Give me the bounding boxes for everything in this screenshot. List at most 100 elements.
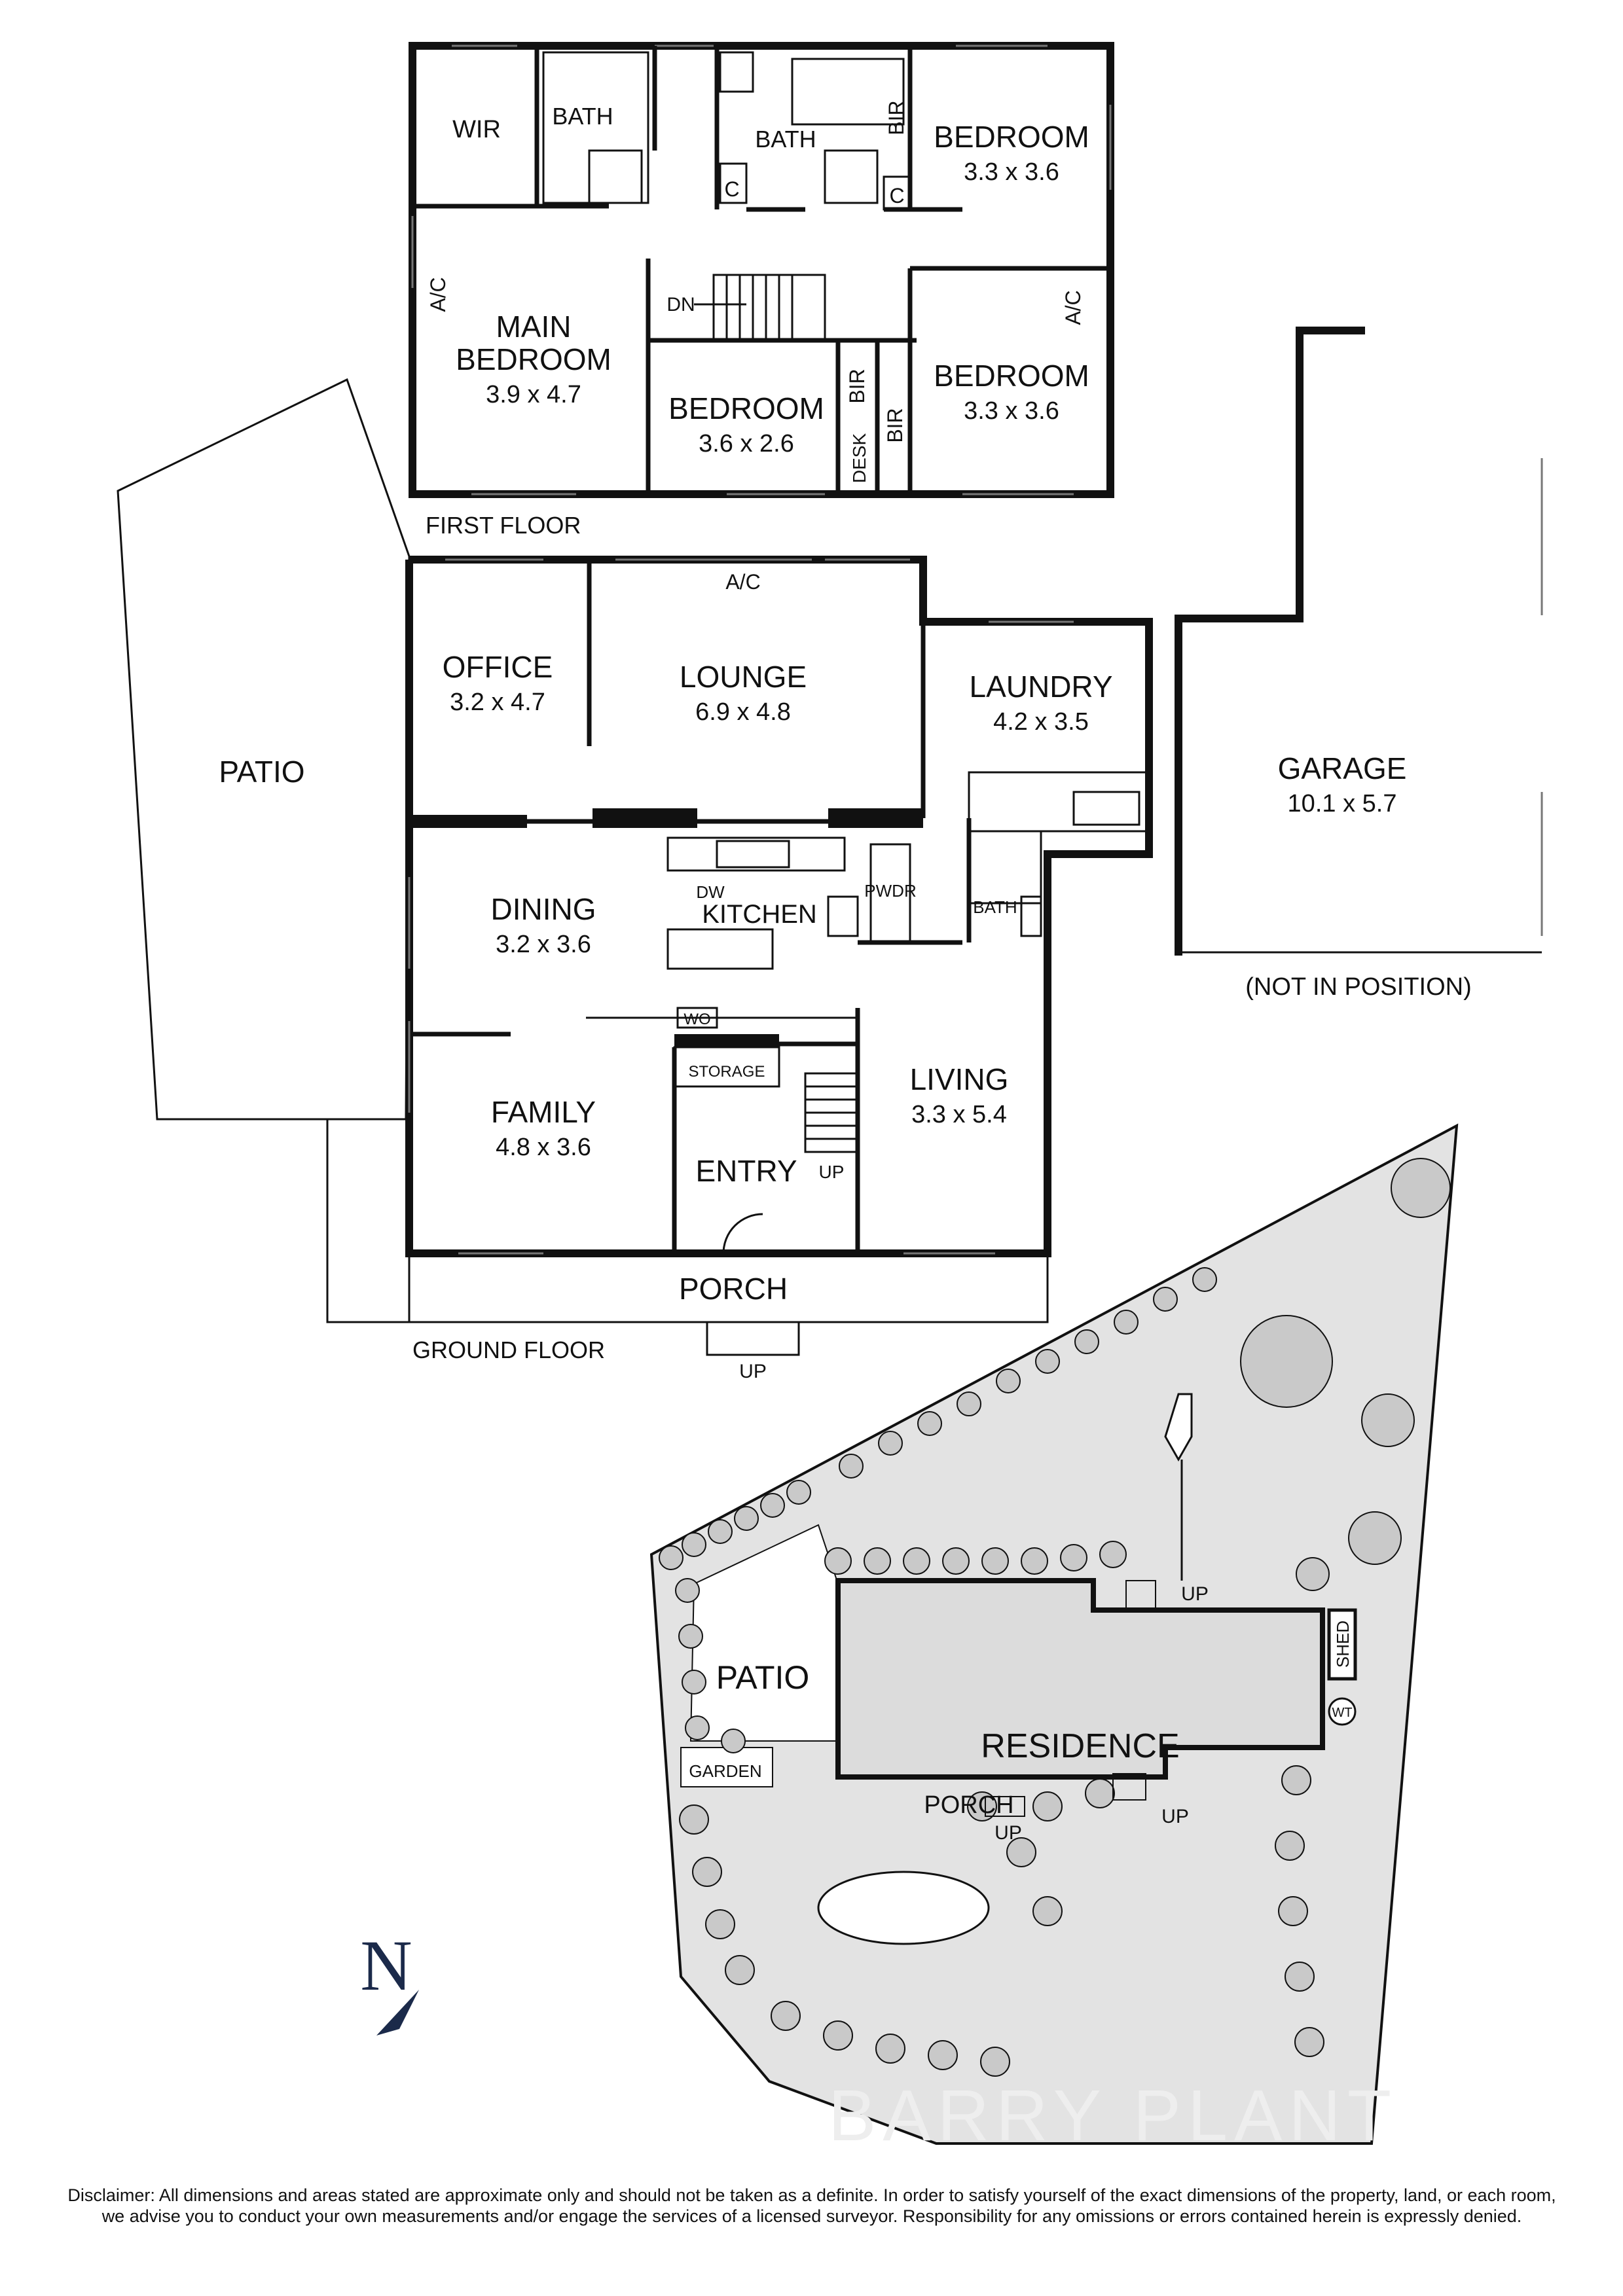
- tree: [864, 1547, 891, 1575]
- ground-floor-windows: [408, 558, 1074, 1255]
- garage: [1175, 327, 1543, 956]
- room-bedroom-mid-label: BEDROOM: [668, 391, 824, 425]
- room-living-dims: 3.3 x 5.4: [911, 1101, 1007, 1128]
- tree: [1032, 1791, 1063, 1821]
- site-trees: [659, 1158, 1451, 2077]
- dw-label: DW: [696, 882, 725, 902]
- tree: [1361, 1393, 1415, 1447]
- tree: [1391, 1158, 1451, 1218]
- tree: [980, 2047, 1010, 2077]
- tree: [692, 1857, 722, 1887]
- patio-side-outline: [326, 1119, 409, 1323]
- garden-label: GARDEN: [689, 1761, 761, 1781]
- room-office-label: OFFICE: [443, 650, 553, 684]
- ac-label-main: A/C: [426, 277, 450, 312]
- site-up-label-3: UP: [994, 1822, 1022, 1844]
- tree: [1281, 1765, 1311, 1795]
- room-entry-label: ENTRY: [695, 1154, 797, 1188]
- tree: [721, 1729, 746, 1753]
- garage-walls: [1175, 327, 1365, 956]
- site-plan: [649, 1123, 1459, 2145]
- north-arrow-icon: [376, 1990, 419, 2036]
- tree: [996, 1369, 1021, 1393]
- tree: [734, 1506, 759, 1531]
- site-up-label-2: UP: [1161, 1806, 1189, 1827]
- garage-labels: GARAGE 10.1 x 5.7 (NOT IN POSITION): [1245, 751, 1472, 1001]
- shed-label: SHED: [1333, 1621, 1353, 1668]
- tree: [1275, 1831, 1305, 1861]
- bir-label-3: BIR: [883, 408, 907, 442]
- bir-label: BIR: [884, 100, 908, 135]
- kitchen-fixtures: [666, 836, 911, 970]
- tree: [957, 1391, 981, 1416]
- tree: [786, 1480, 811, 1505]
- tree: [679, 1804, 709, 1835]
- stairs-up-label: UP: [819, 1162, 845, 1182]
- laundry-fixtures: [968, 771, 1150, 937]
- room-laundry-dims: 4.2 x 3.5: [993, 708, 1089, 736]
- tree: [1114, 1310, 1139, 1335]
- oval-garden-bed: [817, 1871, 990, 1945]
- first-floor-bath-fixtures: [542, 51, 911, 211]
- desk-label: DESK: [849, 433, 869, 484]
- ac-label-bed: A/C: [1061, 290, 1085, 325]
- room-bedroom-ne-label: BEDROOM: [934, 120, 1089, 154]
- tree: [967, 1791, 997, 1821]
- room-main-bedroom-label-line: BEDROOM: [456, 342, 611, 376]
- room-bedroom-ne-dims: 3.3 x 3.6: [964, 158, 1059, 186]
- room-bath1-label: BATH: [552, 103, 613, 130]
- path-marker: [1164, 1393, 1193, 1462]
- porch-up-label: UP: [739, 1361, 767, 1382]
- tree: [981, 1547, 1009, 1575]
- tree-large: [1240, 1315, 1333, 1408]
- room-lounge-label: LOUNGE: [680, 660, 807, 694]
- compass: N: [360, 1926, 419, 2036]
- water-tank-outline: [1328, 1697, 1357, 1726]
- tree: [1099, 1541, 1127, 1568]
- stairs-down-label: DN: [666, 294, 695, 315]
- room-family-label: FAMILY: [491, 1095, 596, 1129]
- tree: [1192, 1267, 1217, 1292]
- tree: [1348, 1511, 1402, 1565]
- tree: [675, 1578, 700, 1603]
- tree: [839, 1454, 864, 1479]
- site-steps: [985, 1580, 1156, 1817]
- tree: [875, 2034, 905, 2064]
- ground-floor-title: GROUND FLOOR: [412, 1336, 605, 1363]
- room-main-bedroom-label-line: MAIN: [496, 310, 572, 344]
- room-bedroom-mid-dims: 3.6 x 2.6: [699, 430, 794, 457]
- patio-label: PATIO: [219, 755, 304, 789]
- tree: [771, 2001, 801, 2031]
- closet-label: C: [724, 177, 739, 201]
- residence-footprint: [835, 1578, 1325, 1780]
- room-living-label: LIVING: [910, 1062, 1009, 1096]
- room-kitchen-label: KITCHEN: [702, 900, 817, 929]
- first-floor-internal-walls: [412, 46, 1110, 494]
- watermark: BARRY PLANT: [828, 2075, 1398, 2156]
- tree: [1060, 1544, 1087, 1571]
- tree: [682, 1670, 706, 1695]
- tree: [678, 1624, 703, 1649]
- porch-step: [706, 1321, 800, 1356]
- first-floor: [409, 42, 1114, 498]
- tree: [1032, 1896, 1063, 1926]
- tree: [685, 1715, 710, 1740]
- tree: [1021, 1547, 1048, 1575]
- tree: [682, 1532, 706, 1557]
- tree: [1285, 1962, 1315, 1992]
- ground-floor-outer-wall: [405, 556, 1153, 1257]
- tree: [659, 1545, 684, 1570]
- tree: [708, 1519, 733, 1544]
- tree: [903, 1547, 930, 1575]
- bath-label-ground: BATH: [973, 897, 1017, 917]
- bir-label-2: BIR: [845, 368, 869, 403]
- closet-label-2: C: [889, 184, 904, 207]
- pwdr-label: PWDR: [864, 881, 916, 901]
- tree: [760, 1493, 785, 1518]
- room-wir-label: WIR: [452, 116, 501, 143]
- tree: [878, 1431, 903, 1456]
- tree: [1278, 1896, 1308, 1926]
- patio-outline: [117, 378, 410, 1121]
